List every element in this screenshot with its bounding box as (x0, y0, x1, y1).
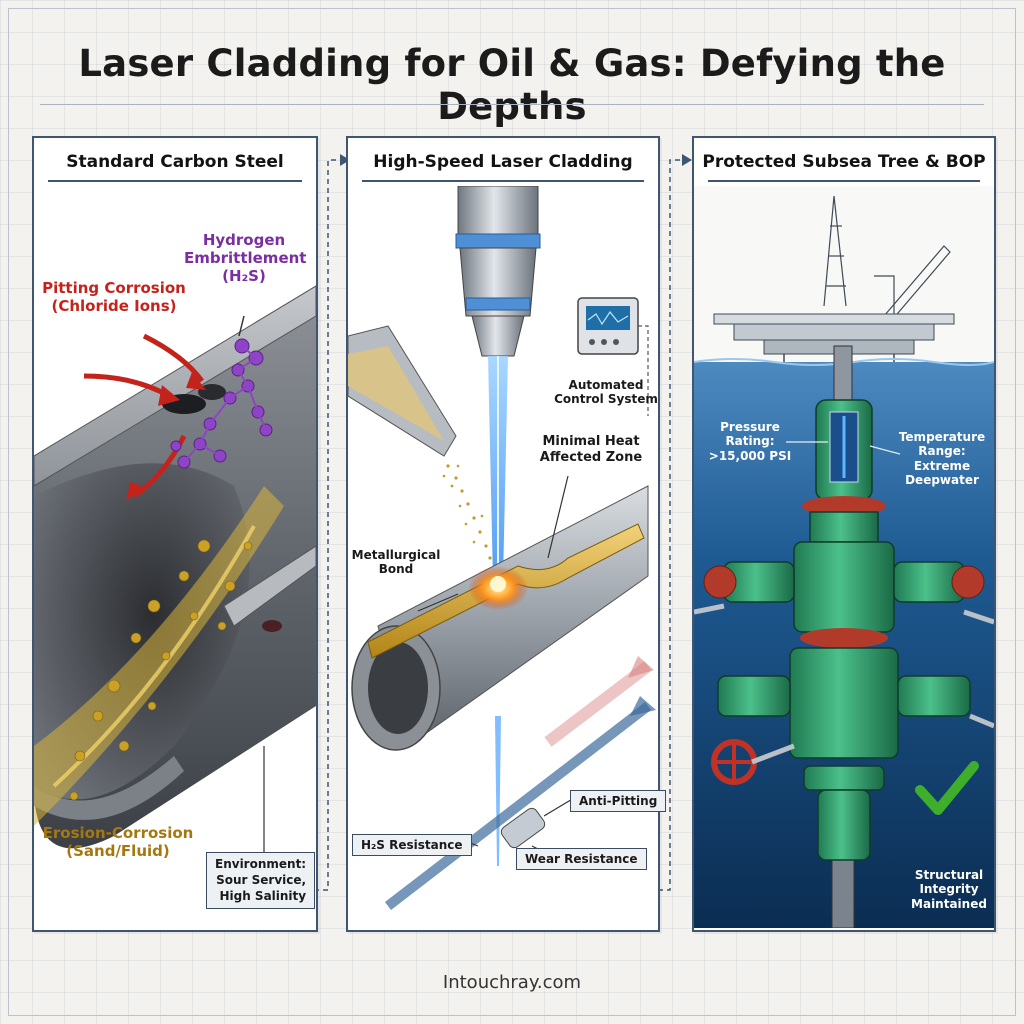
control-system-line: Automated (568, 378, 644, 392)
subsea-tree-illustration (694, 186, 994, 928)
metallurgical-bond-label: Metallurgical Bond (348, 548, 444, 577)
temperature-range-line: Temperature (898, 430, 986, 444)
panel-connector-1 (314, 154, 350, 891)
panel-header-rule (48, 180, 302, 182)
environment-line: Environment: (215, 857, 307, 871)
anti-pitting-box: Anti-Pitting (570, 790, 667, 812)
temperature-range-line: Deepwater (905, 473, 979, 488)
structural-integrity-line: Structural (914, 868, 984, 882)
pressure-rating-line: Pressure Rating: (720, 420, 780, 449)
panel-header-rule (708, 180, 980, 182)
pitting-label-line: (Chloride Ions) (51, 297, 177, 315)
h2s-resistance-box: H₂S Resistance (352, 834, 472, 856)
temperature-range-label: Temperature Range: Extreme Deepwater (892, 430, 992, 488)
control-system-label: Automated Control System (554, 378, 658, 407)
environment-line: Sour Service, (216, 873, 307, 888)
main-title: Laser Cladding for Oil & Gas: Defying th… (78, 42, 946, 128)
structural-integrity-line: Maintained (911, 896, 987, 911)
heat-affected-zone-label: Minimal Heat Affected Zone (536, 434, 646, 465)
heat-affected-zone-line: Minimal Heat (542, 434, 640, 449)
hydrogen-label-line: Hydrogen (202, 231, 286, 249)
environment-line: High Salinity (219, 889, 307, 904)
panel-laser-cladding: High-Speed Laser Cladding (346, 136, 667, 932)
page-frame (8, 8, 1016, 1016)
panel-header-subsea-tree: Protected Subsea Tree & BOP (702, 152, 986, 172)
footer-site-name: Intouchray.com (442, 972, 582, 993)
erosion-label: Erosion-Corrosion (Sand/Fluid) (34, 824, 202, 860)
erosion-label-line: Erosion-Corrosion (42, 824, 194, 842)
panel-subsea-tree: Protected Subsea Tree & BOP (692, 136, 996, 932)
metallurgical-bond-line: Metallurgical (351, 548, 441, 562)
temperature-range-line: Extreme (913, 458, 971, 473)
environment-box: Environment: Sour Service, High Salinity (206, 852, 316, 909)
hydrogen-label-line: Embrittlement (184, 249, 307, 267)
temperature-range-line: Range: (918, 444, 966, 459)
panel-connector-2 (658, 154, 692, 891)
pressure-rating-label: Pressure Rating: >15,000 PSI (694, 420, 806, 463)
structural-integrity-line: Integrity (919, 882, 979, 897)
pitting-label: Pitting Corrosion (Chloride Ions) (34, 279, 194, 315)
pitting-label-line: Pitting Corrosion (42, 279, 186, 297)
panel-header-laser-cladding: High-Speed Laser Cladding (373, 152, 633, 172)
laser-cladding-illustration (348, 186, 656, 910)
wear-resistance-box: Wear Resistance (516, 848, 647, 870)
hydrogen-label: Hydrogen Embrittlement (H₂S) (184, 231, 307, 285)
pressure-rating-line: >15,000 PSI (708, 448, 792, 463)
hydrogen-label-line: (H₂S) (222, 267, 266, 285)
panel-header-carbon-steel: Standard Carbon Steel (66, 152, 284, 172)
corroded-pipe-illustration (34, 285, 316, 886)
metallurgical-bond-line: Bond (378, 562, 414, 577)
panel-header-rule (362, 180, 644, 182)
title-underline (40, 104, 984, 105)
heat-affected-zone-line: Affected Zone (539, 449, 643, 465)
control-system-line: Control System (554, 392, 658, 407)
panel-carbon-steel: Standard Carbon Steel (32, 136, 318, 932)
erosion-label-line: (Sand/Fluid) (66, 842, 170, 860)
structural-integrity-label: Structural Integrity Maintained (904, 868, 994, 911)
